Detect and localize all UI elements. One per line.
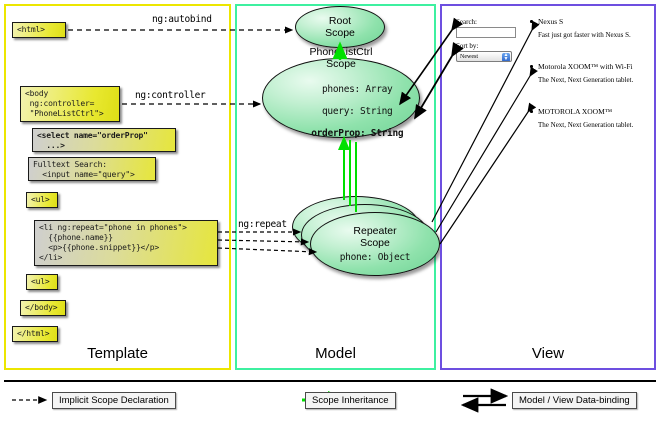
view-rendered-app: Search: Sort by: Newest ▲▼ Nexus S Fast … [448,12,652,342]
connector-label-controller: ng:controller [135,90,206,101]
phonelistctrl-scope-properties: phones: Array query: String orderProp: S… [279,73,404,150]
code-box-body-close: </body> [20,300,66,316]
prop-phones: phones: Array [322,84,393,95]
legend-label-databinding: Model / View Data-binding [512,391,637,409]
template-column-label: Template [87,345,148,362]
code-box-body-open: <body ng:controller= "PhoneListCtrl"> [20,86,120,122]
prop-orderprop: orderProp: String [311,128,404,139]
search-input[interactable] [456,27,516,38]
repeater-scope-title: Repeater Scope [353,225,397,249]
view-column-label: View [531,345,565,362]
code-box-html-open: <html> [12,22,66,38]
root-scope-title: Root Scope [325,15,355,39]
connector-label-autobind: ng:autobind [152,14,212,25]
sort-by-selected-value: Newest [460,54,478,60]
phone-name: Motorola XOOM™ with Wi-Fi [530,62,633,71]
code-box-ul-close: <ul> [26,274,58,290]
connector-label-repeat: ng:repeat [238,219,287,230]
bullet-icon [530,65,533,68]
repeater-scope-ellipse-front: Repeater Scope phone: Object [310,212,440,276]
code-box-li-repeat: <li ng:repeat="phone in phones"> {{phone… [34,220,218,266]
phone-name: Nexus S [530,17,631,26]
code-box-fulltext-search: Fulltext Search: <input name="query"> [28,157,156,181]
root-scope-ellipse: Root Scope [295,6,385,48]
prop-query: query: String [322,106,393,117]
legend-label-implicit: Implicit Scope Declaration [52,391,176,409]
code-box-ul-open: <ul> [26,192,58,208]
code-box-html-close: </html> [12,326,58,342]
sort-by-select[interactable]: Newest ▲▼ [456,51,512,62]
legend-item-databinding: Model / View Data-binding [512,391,637,409]
bullet-icon [530,110,533,113]
sort-by-label: Sort by: [456,42,479,50]
view-column: View Search: Sort by: Newest ▲▼ Nexus S … [440,4,656,370]
legend-divider [4,380,656,382]
legend-item-implicit: Implicit Scope Declaration [52,391,176,409]
code-box-select-tag: <select name="orderProp" ...> [32,128,176,152]
model-column-label: Model [315,345,356,362]
updown-stepper-icon[interactable]: ▲▼ [502,53,510,62]
phonelistctrl-scope-title: PhoneListCtrl Scope [309,46,373,70]
phone-list-item: Nexus S Fast just got faster with Nexus … [530,17,631,39]
phone-list-item: Motorola XOOM™ with Wi-Fi The Next, Next… [530,62,634,84]
legend-item-inheritance: Scope Inheritance [305,391,396,409]
bullet-icon [530,20,533,23]
phone-snippet: The Next, Next Generation tablet. [538,121,634,129]
search-label: Search: [456,18,477,26]
phone-name: MOTOROLA XOOM™ [530,107,633,116]
phone-snippet: Fast just got faster with Nexus S. [538,31,631,39]
phone-snippet: The Next, Next Generation tablet. [538,76,634,84]
phone-list-item: MOTOROLA XOOM™ The Next, Next Generation… [530,107,634,129]
phonelistctrl-scope-ellipse: PhoneListCtrl Scope phones: Array query:… [262,46,420,139]
legend-label-inheritance: Scope Inheritance [305,391,396,409]
repeater-scope-properties: phone: Object [339,252,411,263]
